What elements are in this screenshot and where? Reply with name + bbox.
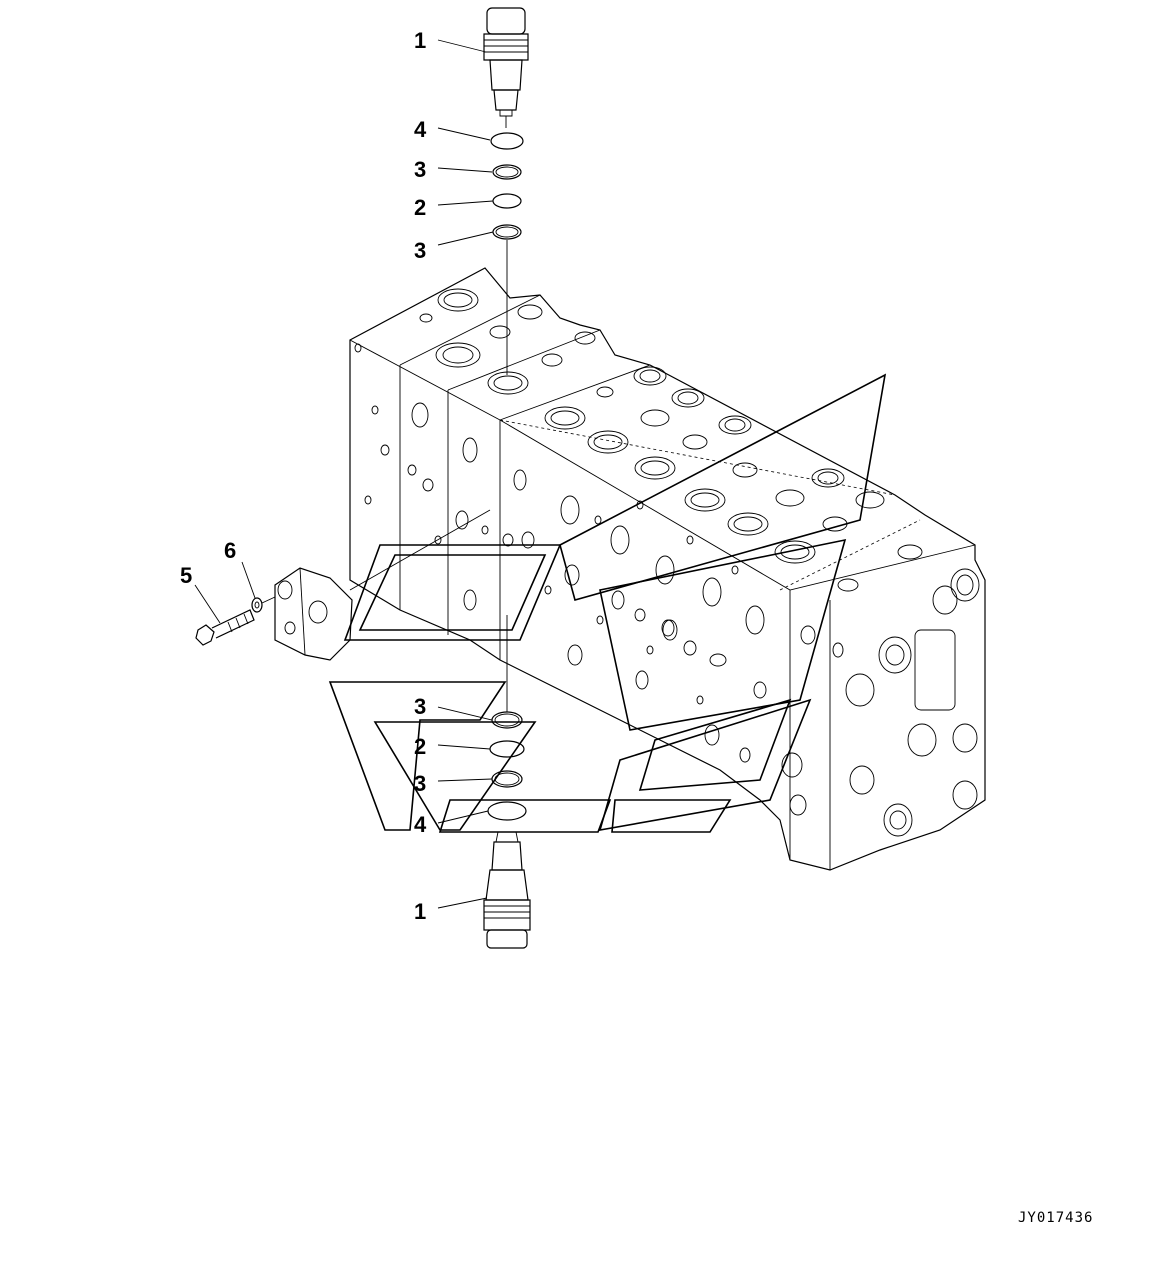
callout-5: 5: [180, 563, 192, 588]
backup-ring-3-top-b: [492, 224, 522, 240]
bolt: [195, 609, 255, 646]
callout-3-top-a: 3: [414, 157, 426, 182]
callout-2-top: 2: [414, 195, 426, 220]
control-valve-block: [349, 267, 986, 871]
relief-valve-bottom: [483, 831, 531, 949]
o-ring-4-bot: [487, 801, 527, 821]
callout-3-bot-a: 3: [414, 694, 426, 719]
relief-valve-top: [483, 7, 529, 128]
o-ring-2-top: [492, 193, 522, 209]
callout-4-bot: 4: [414, 812, 427, 837]
callout-4-top: 4: [414, 117, 427, 142]
backup-ring-3-top-a: [492, 164, 522, 180]
cover-plate: [274, 509, 491, 661]
callout-1-bot: 1: [414, 899, 426, 924]
callout-3-top-b: 3: [414, 238, 426, 263]
callout-3-bot-b: 3: [414, 771, 426, 796]
backup-ring-3-bot-b: [491, 770, 523, 788]
o-ring-2-bot: [489, 740, 525, 758]
callout-6: 6: [224, 538, 236, 563]
drawing-code: JY017436: [1018, 1210, 1093, 1226]
leader-lines: [194, 39, 494, 909]
washer: [251, 596, 276, 613]
o-ring-4-top: [490, 132, 524, 150]
backup-ring-3-bot-a: [491, 711, 523, 729]
callout-1-top: 1: [414, 28, 426, 53]
callout-2-bot: 2: [414, 734, 426, 759]
